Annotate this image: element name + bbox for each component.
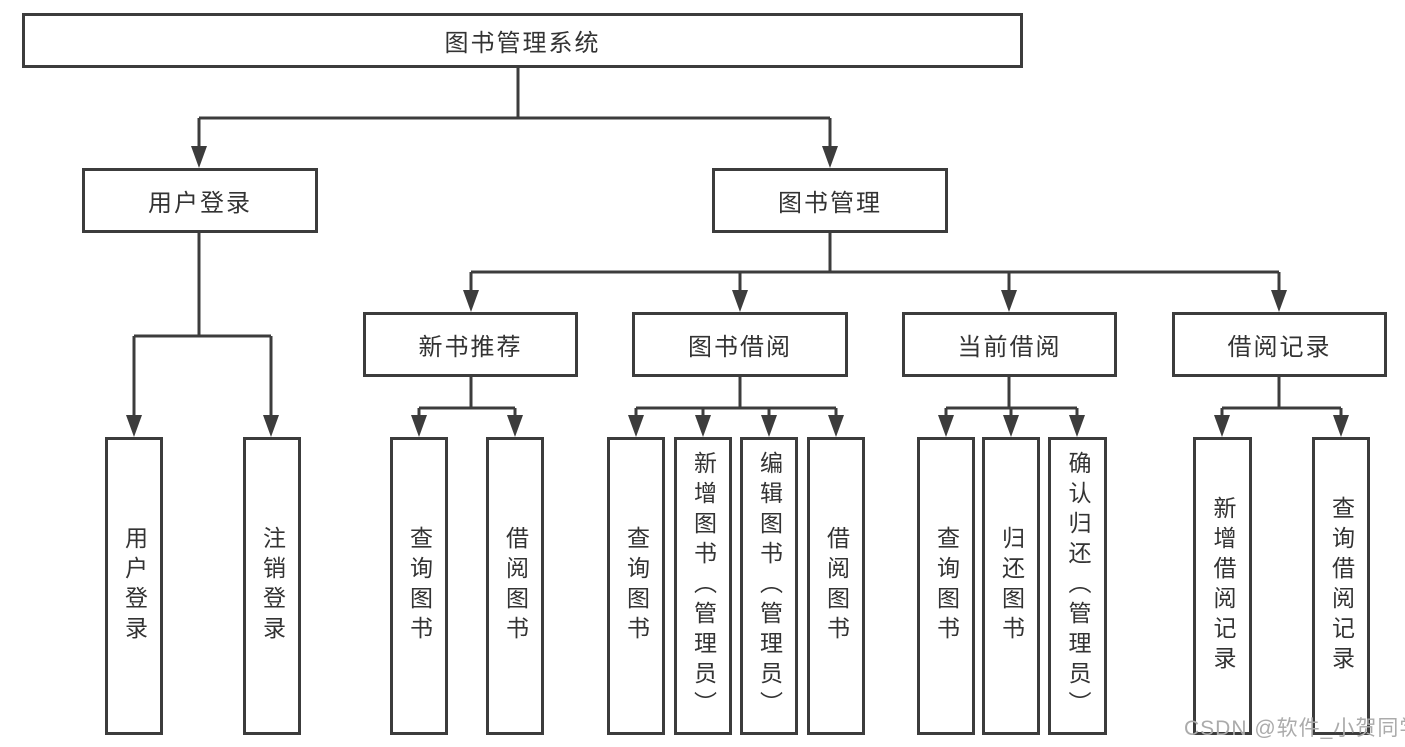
leaf-logout: 注销登录 bbox=[243, 437, 301, 735]
node-new-book-recommendation: 新书推荐 bbox=[363, 312, 578, 377]
leaf-current-confirm-return-admin: 确认归还（管理员） bbox=[1048, 437, 1107, 735]
leaf-label: 用户登录 bbox=[121, 526, 148, 646]
leaf-borrow-borrow-books: 借阅图书 bbox=[807, 437, 865, 735]
leaf-label: 查询图书 bbox=[406, 526, 433, 646]
node-label: 图书管理系统 bbox=[444, 30, 601, 57]
leaf-label: 查询图书 bbox=[623, 526, 650, 646]
node-book-borrowing: 图书借阅 bbox=[632, 312, 848, 377]
leaf-label: 新增图书（管理员） bbox=[690, 451, 717, 721]
node-label: 新书推荐 bbox=[418, 334, 523, 361]
leaf-borrow-add-books-admin: 新增图书（管理员） bbox=[674, 437, 732, 735]
leaf-label: 编辑图书（管理员） bbox=[756, 451, 783, 721]
leaf-recommend-borrow-books: 借阅图书 bbox=[486, 437, 544, 735]
node-label: 图书借阅 bbox=[688, 334, 792, 361]
leaf-recommend-query-books: 查询图书 bbox=[390, 437, 448, 735]
leaf-current-return-books: 归还图书 bbox=[982, 437, 1040, 735]
leaf-label: 新增借阅记录 bbox=[1210, 496, 1236, 676]
node-label: 用户登录 bbox=[148, 190, 252, 217]
node-user-login: 用户登录 bbox=[82, 168, 318, 233]
leaf-user-login: 用户登录 bbox=[105, 437, 163, 735]
node-book-management: 图书管理 bbox=[712, 168, 948, 233]
leaf-label: 借阅图书 bbox=[823, 526, 850, 646]
leaf-records-query-borrow-record: 查询借阅记录 bbox=[1312, 437, 1370, 735]
leaf-label: 归还图书 bbox=[998, 526, 1025, 646]
node-label: 图书管理 bbox=[778, 190, 882, 217]
leaf-records-add-borrow-record: 新增借阅记录 bbox=[1193, 437, 1252, 735]
leaf-label: 查询图书 bbox=[933, 526, 960, 646]
leaf-label: 查询借阅记录 bbox=[1328, 496, 1355, 676]
node-label: 当前借阅 bbox=[957, 334, 1062, 361]
leaf-label: 借阅图书 bbox=[502, 526, 529, 646]
leaf-current-query-books: 查询图书 bbox=[917, 437, 975, 735]
node-library-management-system: 图书管理系统 bbox=[22, 13, 1023, 68]
node-borrowing-records: 借阅记录 bbox=[1172, 312, 1387, 377]
leaf-borrow-query-books: 查询图书 bbox=[607, 437, 665, 735]
leaf-borrow-edit-books-admin: 编辑图书（管理员） bbox=[740, 437, 798, 735]
node-label: 借阅记录 bbox=[1227, 334, 1332, 361]
node-current-borrowing: 当前借阅 bbox=[902, 312, 1117, 377]
leaf-label: 注销登录 bbox=[259, 526, 286, 646]
leaf-label: 确认归还（管理员） bbox=[1065, 451, 1091, 721]
csdn-watermark: CSDN @软件_小贺同学 bbox=[1184, 717, 1405, 740]
